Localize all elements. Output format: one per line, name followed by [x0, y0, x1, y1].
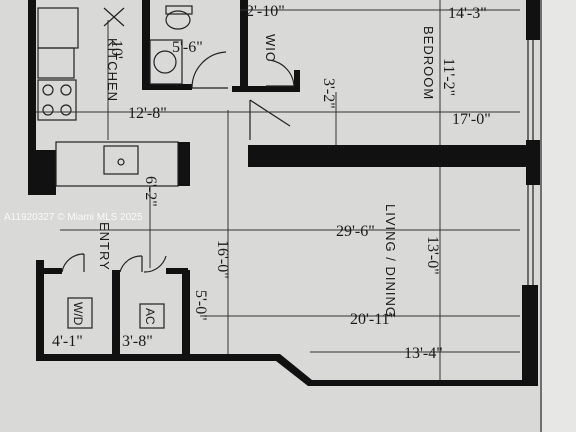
- walls: [28, 0, 540, 386]
- burner-2: [60, 84, 72, 96]
- bath-door-swing-icon: [191, 51, 228, 89]
- wd-box: [67, 297, 93, 329]
- dim-living-lower: 20'-11": [350, 311, 396, 328]
- wall-closet-top-left: [36, 268, 62, 274]
- toilet-icon: [165, 10, 191, 30]
- wall-kitchen-bottom-stub: [28, 150, 56, 195]
- dim-kitchen-width: 12'-8": [128, 105, 167, 122]
- dimension-lines: [36, 0, 520, 380]
- mls-watermark: A11920327 © Miami MLS 2025: [4, 212, 143, 223]
- wall-right-bottom: [522, 285, 538, 385]
- room-label-bedroom: BEDROOM: [421, 26, 436, 100]
- bath-vanity: [149, 39, 183, 85]
- dim-hall-16: 16'-0": [214, 240, 231, 279]
- wall-left-lower: [36, 260, 44, 360]
- wall-right-mid: [526, 140, 540, 185]
- bedroom-door-swing-icon: [249, 99, 291, 140]
- dim-hall-vert: 3'-2": [320, 78, 337, 109]
- entry-door-swing-icon: [61, 253, 85, 273]
- dim-living-width: 29'-6": [336, 223, 375, 240]
- dim-wd-width: 4'-1": [52, 333, 83, 350]
- dim-bath-width: 5'-6": [172, 39, 203, 56]
- dim-bedroom-width: 17'-0": [452, 111, 491, 128]
- wall-kitchen-island-end: [178, 142, 190, 186]
- counter-island: [55, 141, 179, 187]
- wall-wic-bottom: [232, 86, 300, 92]
- burner-3: [42, 104, 54, 116]
- bath-fixtures: [149, 5, 193, 85]
- windows: [527, 40, 534, 285]
- wall-bedroom-divider: [248, 145, 538, 167]
- burner-4: [60, 104, 72, 116]
- dim-bedroom-top: 14'-3": [448, 5, 487, 22]
- ac-box: [139, 303, 165, 329]
- kitchen-sink: [103, 145, 139, 175]
- room-label-wd: W/D: [71, 302, 85, 326]
- wall-right-top: [526, 0, 540, 40]
- counter-upper: [37, 47, 75, 79]
- kitchen-appliances: [37, 7, 179, 187]
- room-label-wic: WIC: [263, 34, 278, 62]
- wall-wic-right-stub: [294, 70, 300, 92]
- dim-entry-vert: 6'-2": [142, 176, 159, 207]
- wic-door-swing-icon: [266, 59, 295, 87]
- wall-wic-left: [240, 0, 248, 92]
- dim-closet-vert: 5'-0": [192, 290, 209, 321]
- wall-ac-right: [182, 270, 190, 358]
- dim-bedroom-vert: 11'-2": [440, 58, 457, 96]
- bath-sink-icon: [153, 50, 177, 74]
- sink-drain-icon: [117, 158, 125, 166]
- dim-bottom-width: 13'-4": [404, 345, 443, 362]
- stove: [37, 79, 77, 121]
- wall-bath-left: [142, 0, 150, 90]
- dim-living-vert: 13'-0": [424, 236, 441, 275]
- dim-bath-top: 2'-10": [246, 3, 285, 20]
- dim-kitchen-vert: 10': [108, 40, 125, 59]
- right-margin-strip: [540, 0, 576, 432]
- wall-bath-bottom: [142, 84, 192, 90]
- room-label-living-dining: LIVING / DINING: [383, 204, 398, 318]
- room-label-kitchen: KITCHEN: [105, 38, 120, 102]
- kitchen-door-swing-icon: [103, 7, 125, 27]
- wall-closet-top-right: [166, 268, 188, 274]
- room-label-entry: ENTRY: [97, 222, 112, 271]
- burner-1: [42, 84, 54, 96]
- room-label-ac: AC: [143, 308, 157, 325]
- doors: [61, 7, 295, 273]
- wall-top-left: [28, 0, 36, 180]
- dim-ac-width: 3'-8": [122, 333, 153, 350]
- wall-bottom: [36, 354, 538, 386]
- wall-wd-right: [112, 270, 120, 358]
- closet-door-swing-icon: [119, 255, 167, 273]
- toilet-tank: [165, 5, 193, 15]
